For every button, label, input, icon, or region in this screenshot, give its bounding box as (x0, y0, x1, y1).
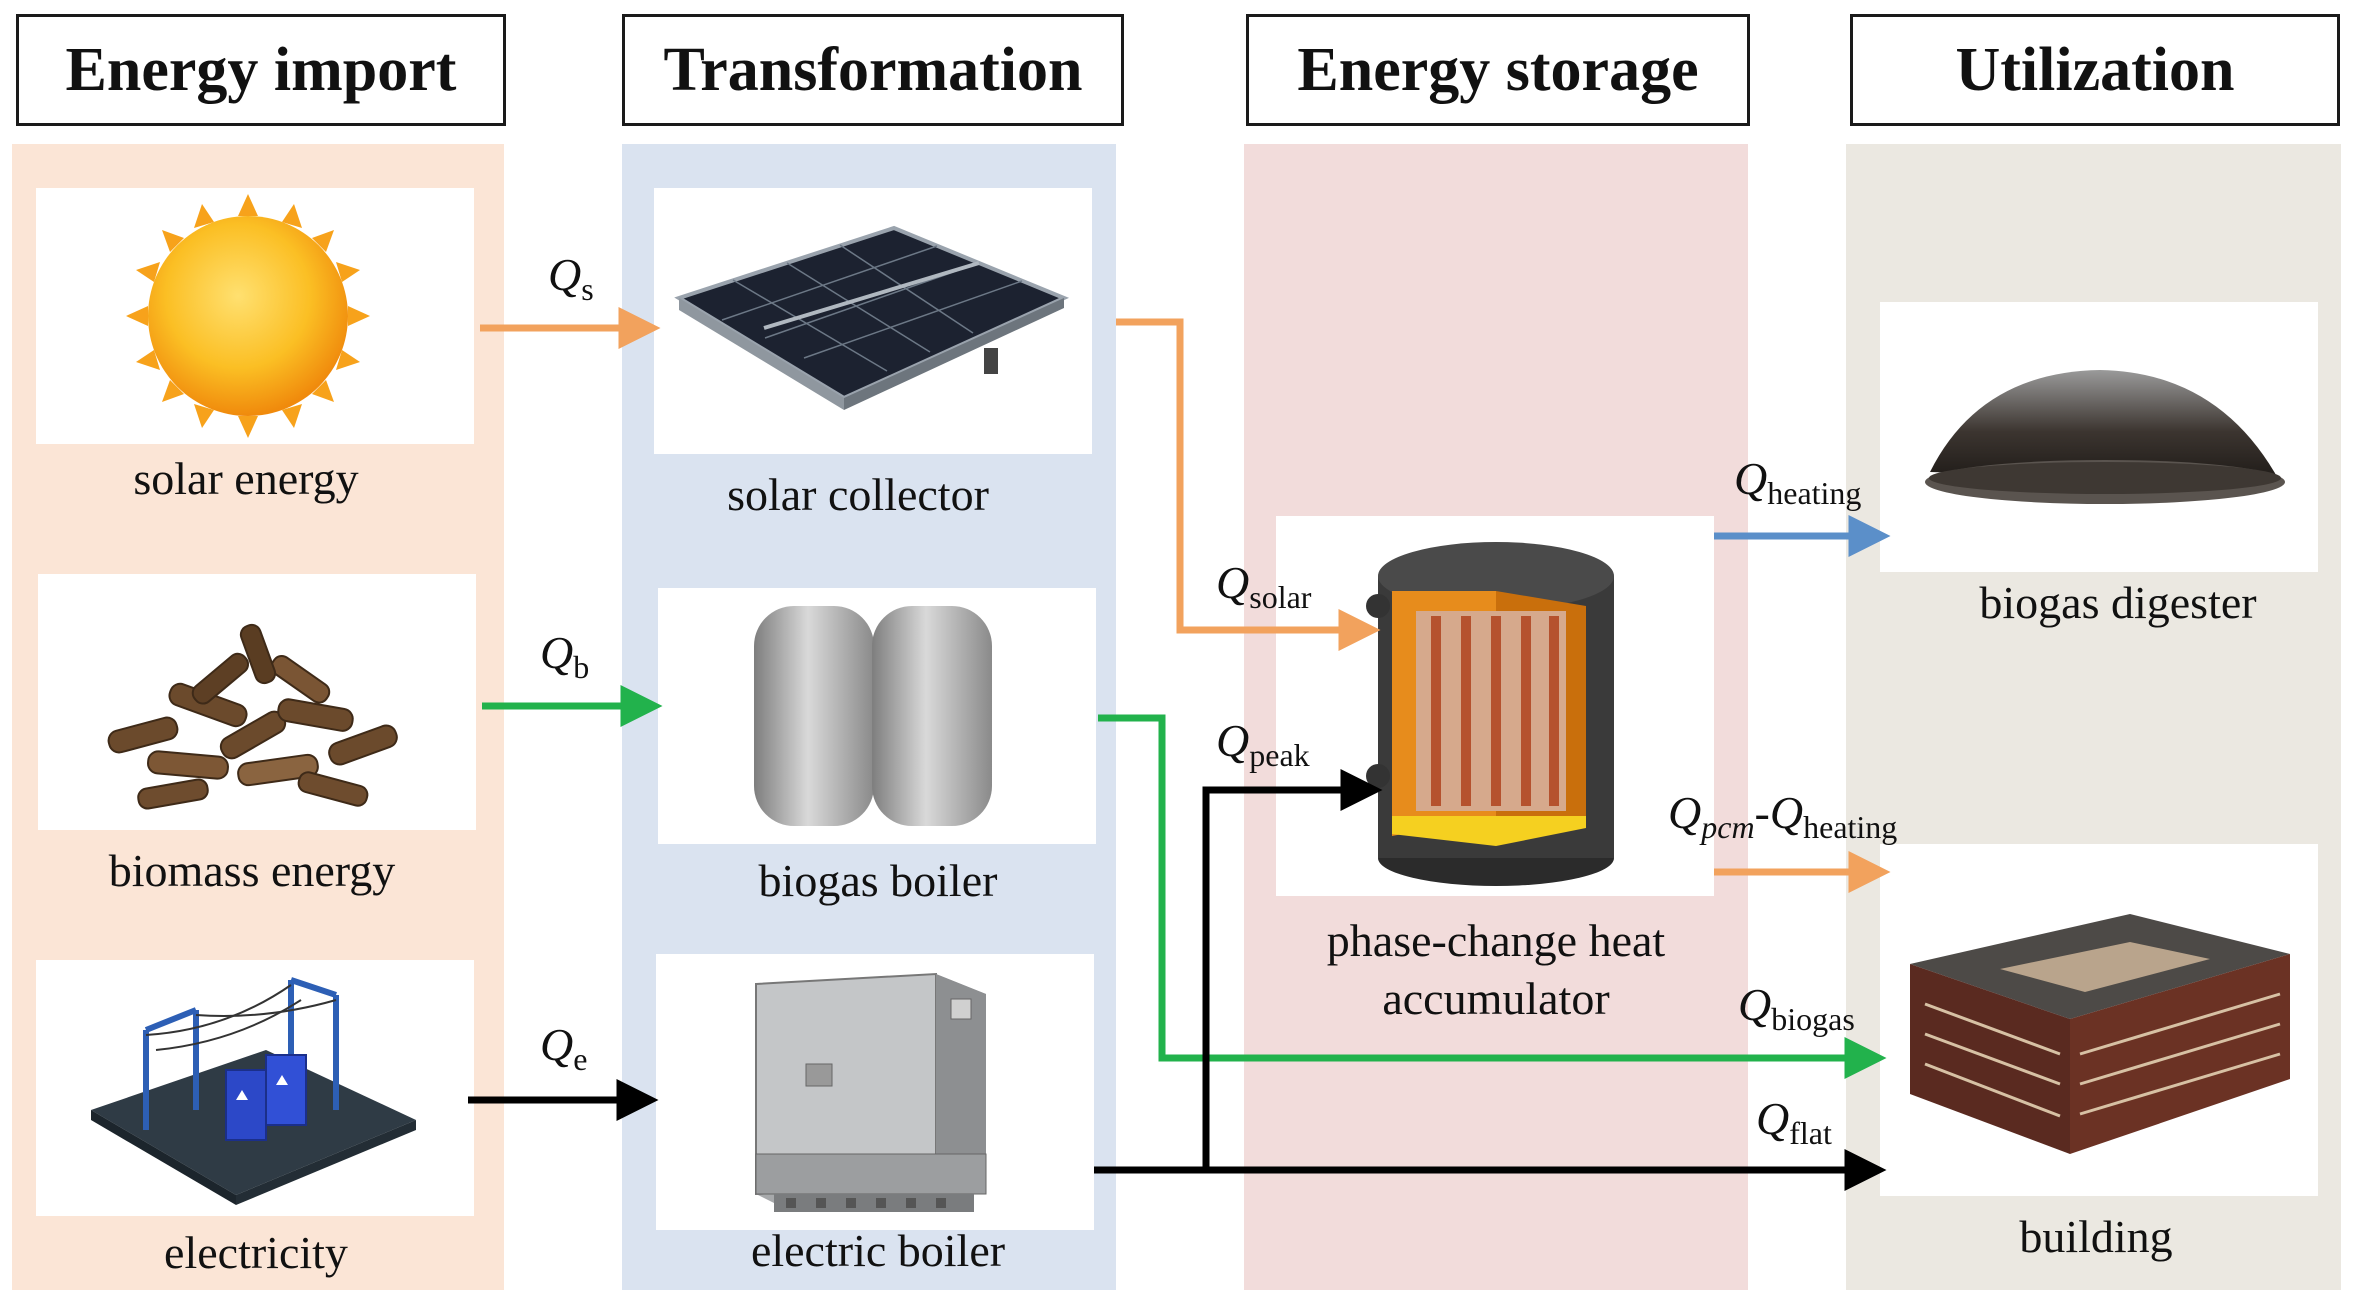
flow-label-qpcm-heating: Qpcm-Qheating (1668, 787, 1897, 845)
flow-label-qb: Qb (540, 627, 589, 685)
solar-energy-label: solar energy (133, 453, 359, 504)
header-energy-storage: Energy storage (1246, 14, 1750, 126)
arrow-qsolar (1116, 318, 1381, 651)
arrow-qbiogas (1098, 714, 1887, 1079)
electricity-label: electricity (164, 1227, 348, 1278)
biogas-tanks-icon (754, 606, 992, 826)
header-transformation: Transformation (622, 14, 1124, 126)
flow-label-qbiogas: Qbiogas (1738, 979, 1855, 1037)
building-icon (1910, 914, 2290, 1154)
electric-boiler-card (656, 954, 1094, 1230)
biomass-pellets-icon (107, 623, 398, 810)
digester-dome-icon (1925, 370, 2285, 504)
flow-label-qheating: Qheating (1734, 453, 1861, 511)
flow-label-qsolar: Qsolar (1216, 557, 1312, 615)
header-utilization: Utilization (1850, 14, 2340, 126)
biogas-digester-label: biogas digester (1979, 577, 2257, 628)
heat-accumulator-icon (1366, 542, 1614, 886)
flow-label-qflat: Qflat (1756, 1093, 1832, 1151)
biogas-boiler-label: biogas boiler (758, 855, 998, 906)
solar-collector-label: solar collector (727, 469, 989, 520)
substation-icon (91, 977, 416, 1205)
accumulator-label-line1: phase-change heat (1326, 915, 1666, 966)
solar-collector-card (654, 188, 1092, 454)
electricity-card (36, 960, 474, 1216)
arrow-qpeak (1202, 769, 1383, 1170)
biogas-digester-card (1880, 302, 2318, 572)
biogas-boiler-card (658, 588, 1096, 844)
building-card (1880, 844, 2318, 1196)
accumulator-label-line2: accumulator (1382, 973, 1610, 1024)
biomass-energy-label: biomass energy (108, 845, 396, 896)
electric-boiler-icon (755, 972, 987, 1212)
solar-panel-icon (674, 225, 1070, 410)
flow-label-qs: Qs (548, 249, 594, 307)
solar-energy-card (36, 188, 474, 444)
sun-icon (126, 194, 370, 438)
flow-label-qe: Qe (540, 1019, 587, 1077)
electric-boiler-label: electric boiler (750, 1225, 1006, 1276)
flow-label-qpeak: Qpeak (1216, 715, 1310, 773)
header-energy-import: Energy import (16, 14, 506, 126)
heat-accumulator-card (1276, 516, 1714, 896)
biomass-energy-card (38, 574, 476, 830)
building-label: building (2019, 1211, 2173, 1262)
